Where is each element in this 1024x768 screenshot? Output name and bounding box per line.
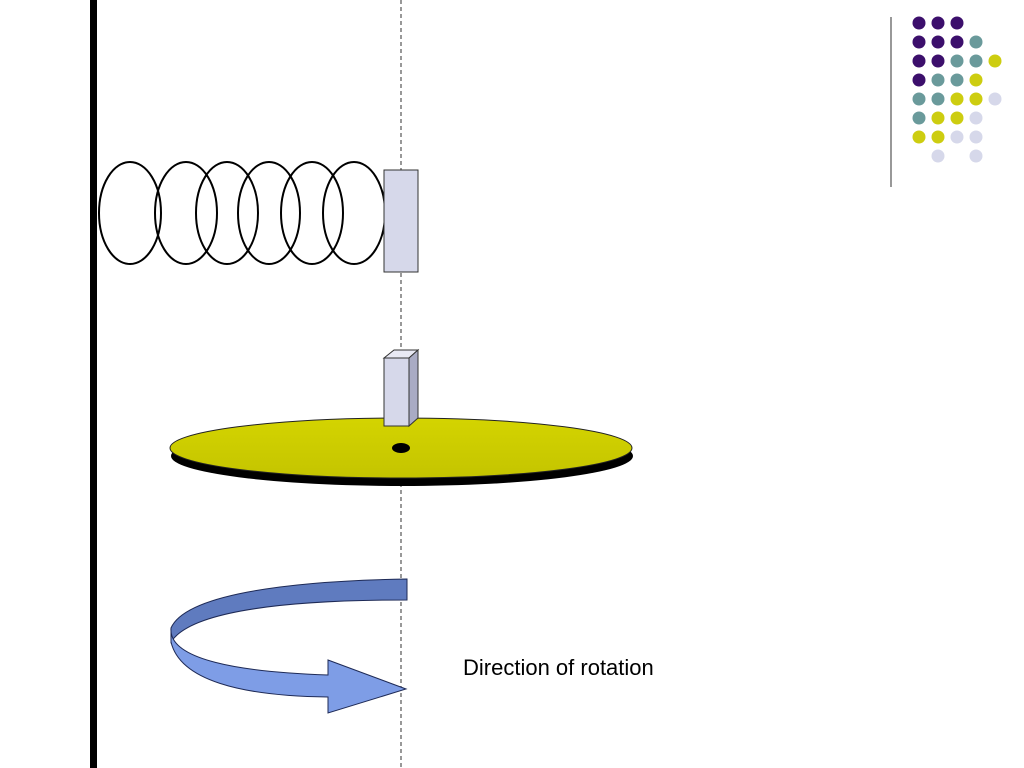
decorative-dot-grid bbox=[912, 16, 1002, 163]
disk-block-side bbox=[408, 348, 419, 428]
wall bbox=[90, 0, 97, 768]
decorative-dot bbox=[969, 73, 983, 87]
disk-block-front bbox=[383, 357, 410, 427]
decorative-dot bbox=[988, 54, 1002, 68]
spring-coil bbox=[280, 161, 344, 265]
rotation-arrow-back bbox=[170, 578, 408, 644]
decorative-dot bbox=[988, 92, 1002, 106]
decorative-dot bbox=[931, 54, 945, 68]
spring-coil bbox=[237, 161, 301, 265]
decorative-dot bbox=[969, 111, 983, 125]
decorative-dot bbox=[931, 130, 945, 144]
decorative-dot bbox=[950, 130, 964, 144]
decorative-dot bbox=[931, 149, 945, 163]
decorative-dot bbox=[950, 111, 964, 125]
decorative-dot bbox=[969, 149, 983, 163]
spring-coil bbox=[322, 161, 386, 265]
disk-block bbox=[382, 348, 420, 428]
decorative-dot bbox=[950, 73, 964, 87]
spring bbox=[98, 161, 386, 265]
decorative-dot bbox=[912, 130, 926, 144]
decorative-dot bbox=[969, 35, 983, 49]
decorative-dot bbox=[969, 92, 983, 106]
rotation-caption: Direction of rotation bbox=[463, 655, 654, 680]
decorative-dot bbox=[912, 73, 926, 87]
decorative-dot bbox=[912, 111, 926, 125]
decorative-dot bbox=[950, 35, 964, 49]
decorative-dot bbox=[912, 54, 926, 68]
rotation-arrow-head bbox=[170, 627, 408, 714]
spring-coil bbox=[98, 161, 162, 265]
decorative-dot bbox=[950, 16, 964, 30]
disk-center-hole bbox=[392, 443, 410, 453]
decorative-dot bbox=[931, 111, 945, 125]
decorative-dot bbox=[931, 16, 945, 30]
rotation-arrow bbox=[170, 578, 408, 714]
spring-mass-block bbox=[383, 169, 419, 273]
decorative-dot bbox=[950, 54, 964, 68]
decorative-dot bbox=[912, 92, 926, 106]
decorative-dot bbox=[931, 92, 945, 106]
decorative-dot bbox=[969, 54, 983, 68]
decorative-dot bbox=[931, 73, 945, 87]
spring-coil bbox=[154, 161, 218, 265]
decorative-dot bbox=[931, 35, 945, 49]
decorative-dot bbox=[912, 35, 926, 49]
decorative-dot bbox=[950, 92, 964, 106]
spring-coil bbox=[195, 161, 259, 265]
decorative-dot bbox=[912, 16, 926, 30]
decorative-dot bbox=[969, 130, 983, 144]
